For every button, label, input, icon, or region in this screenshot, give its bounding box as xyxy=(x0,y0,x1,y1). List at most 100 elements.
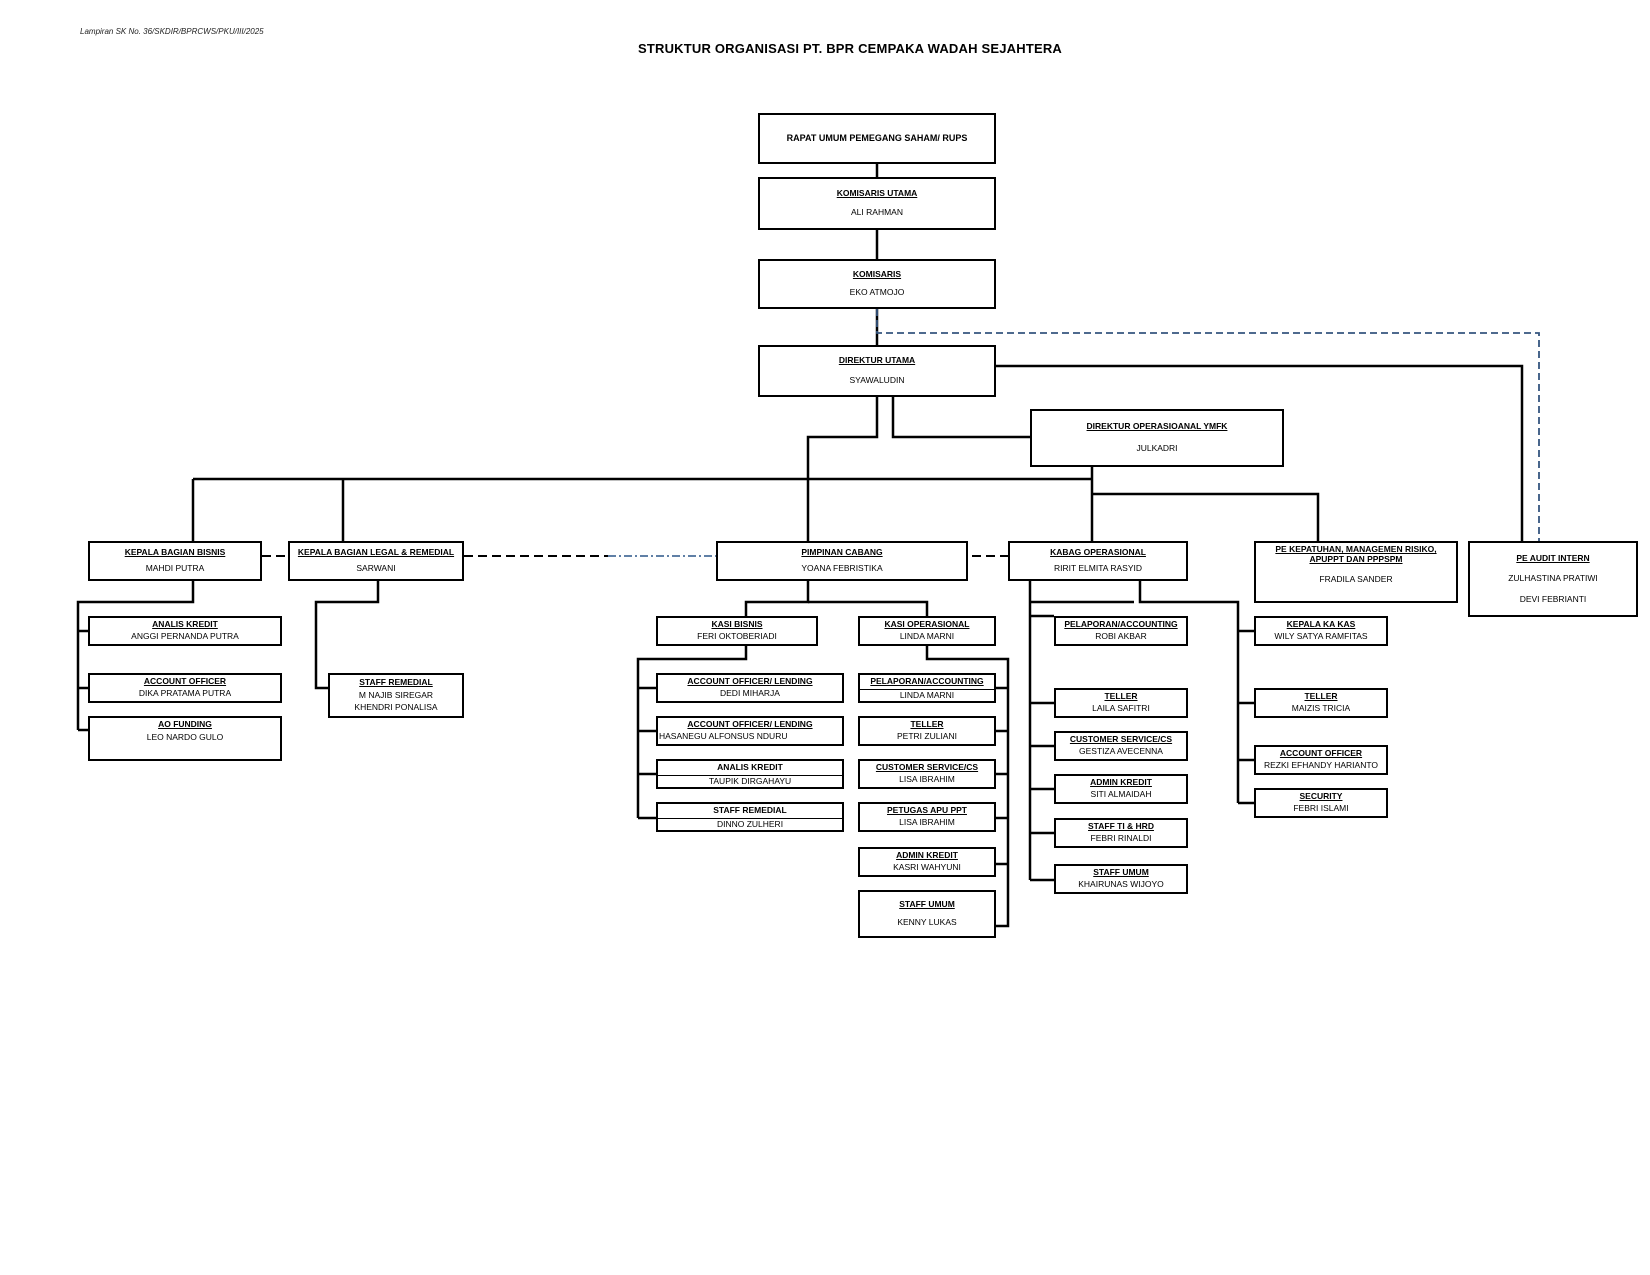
pe-audit-intern-title: PE AUDIT INTERN xyxy=(1516,552,1590,563)
analis-kredit-name: ANGGI PERNANDA PUTRA xyxy=(131,631,239,642)
kabag-operasional-box: KABAG OPERASIONAL RIRIT ELMITA RASYID xyxy=(1008,541,1188,581)
kepala-bagian-legal-box: KEPALA BAGIAN LEGAL & REMEDIAL SARWANI xyxy=(288,541,464,581)
pe-audit-intern-box: PE AUDIT INTERN ZULHASTINA PRATIWI DEVI … xyxy=(1468,541,1638,617)
ko-petugas-apuppt-title: PETUGAS APU PPT xyxy=(887,805,967,816)
direktur-utama-title: DIREKTUR UTAMA xyxy=(838,355,916,366)
ko-petugas-apuppt-name: LISA IBRAHIM xyxy=(899,817,955,828)
kabag-operasional-name: RIRIT ELMITA RASYID xyxy=(1053,562,1142,573)
op-staff-ti-name: FEBRI RINALDI xyxy=(1090,833,1152,844)
pimpinan-cabang-title: PIMPINAN CABANG xyxy=(801,547,883,558)
ko-staff-umum-box: STAFF UMUM KENNY LUKAS xyxy=(858,890,996,938)
op-staff-umum-name: KHAIRUNAS WIJOYO xyxy=(1078,879,1164,890)
kepala-bagian-legal-name: SARWANI xyxy=(356,562,396,573)
kk-account-officer-name: REZKI EFHANDY HARIANTO xyxy=(1264,760,1378,771)
kb-account-officer-1-title: ACCOUNT OFFICER/ LENDING xyxy=(687,676,813,687)
direktur-operasional-name: JULKADRI xyxy=(1136,442,1178,453)
direktur-operasional-box: DIREKTUR OPERASIOANAL YMFK JULKADRI xyxy=(1030,409,1284,467)
pimpinan-cabang-name: YOANA FEBRISTIKA xyxy=(801,562,883,573)
kb-analis-kredit-box: ANALIS KREDIT TAUPIK DIRGAHAYU xyxy=(656,759,844,789)
ao-funding-name: LEO NARDO GULO xyxy=(146,731,224,742)
kepala-ka-kas-name: WILY SATYA RAMFITAS xyxy=(1274,631,1368,642)
legal-staff-remedial-name-2: KHENDRI PONALISA xyxy=(354,702,438,713)
ko-teller-box: TELLER PETRI ZULIANI xyxy=(858,716,996,746)
ko-pelaporan-title: PELAPORAN/ACCOUNTING xyxy=(870,676,984,686)
pimpinan-cabang-box: PIMPINAN CABANG YOANA FEBRISTIKA xyxy=(716,541,968,581)
op-staff-ti-title: STAFF TI & HRD xyxy=(1088,821,1154,832)
op-customer-service-title: CUSTOMER SERVICE/CS xyxy=(1069,734,1173,745)
kk-teller-title: TELLER xyxy=(1304,691,1338,702)
kk-teller-name: MAIZIS TRICIA xyxy=(1291,703,1351,714)
kepala-bagian-bisnis-title: KEPALA BAGIAN BISNIS xyxy=(124,547,226,558)
kb-analis-kredit-title: ANALIS KREDIT xyxy=(717,762,783,772)
direktur-utama-box: DIREKTUR UTAMA SYAWALUDIN xyxy=(758,345,996,397)
kepala-ka-kas-title: KEPALA KA KAS xyxy=(1286,619,1356,630)
analis-kredit-box: ANALIS KREDIT ANGGI PERNANDA PUTRA xyxy=(88,616,282,646)
kk-security-title: SECURITY xyxy=(1299,791,1343,802)
kasi-bisnis-box: KASI BISNIS FERI OKTOBERIADI xyxy=(656,616,818,646)
kb-account-officer-2-title: ACCOUNT OFFICER/ LENDING xyxy=(687,719,813,730)
komisaris-title: KOMISARIS xyxy=(852,268,902,279)
komisaris-utama-box: KOMISARIS UTAMA ALI RAHMAN xyxy=(758,177,996,230)
pe-kepatuhan-name: FRADILA SANDER xyxy=(1319,573,1393,584)
ko-admin-kredit-title: ADMIN KREDIT xyxy=(896,850,958,861)
rups-title: RAPAT UMUM PEMEGANG SAHAM/ RUPS xyxy=(786,133,968,144)
kepala-bagian-bisnis-name: MAHDI PUTRA xyxy=(145,562,205,573)
chart-title: STRUKTUR ORGANISASI PT. BPR CEMPAKA WADA… xyxy=(637,41,1063,56)
kasi-operasional-title: KASI OPERASIONAL xyxy=(884,619,970,630)
ko-customer-service-name: LISA IBRAHIM xyxy=(899,774,955,785)
pe-kepatuhan-title: PE KEPATUHAN, MANAGEMEN RISIKO, APUPPT D… xyxy=(1275,544,1437,564)
op-pelaporan-box: PELAPORAN/ACCOUNTING ROBI AKBAR xyxy=(1054,616,1188,646)
legal-staff-remedial-title: STAFF REMEDIAL xyxy=(359,676,433,687)
kk-teller-box: TELLER MAIZIS TRICIA xyxy=(1254,688,1388,718)
kepala-bagian-legal-title: KEPALA BAGIAN LEGAL & REMEDIAL xyxy=(297,547,455,558)
op-customer-service-name: GESTIZA AVECENNA xyxy=(1079,746,1163,757)
op-teller-name: LAILA SAFITRI xyxy=(1092,703,1150,714)
pe-kepatuhan-box: PE KEPATUHAN, MANAGEMEN RISIKO, APUPPT D… xyxy=(1254,541,1458,603)
op-admin-kredit-box: ADMIN KREDIT SITI ALMAIDAH xyxy=(1054,774,1188,804)
op-customer-service-box: CUSTOMER SERVICE/CS GESTIZA AVECENNA xyxy=(1054,731,1188,761)
ko-admin-kredit-name: KASRI WAHYUNI xyxy=(893,862,961,873)
kb-account-officer-2-name: HASANEGU ALFONSUS NDURU xyxy=(659,731,788,742)
kb-analis-kredit-name: TAUPIK DIRGAHAYU xyxy=(658,774,842,787)
kb-account-officer-1-box: ACCOUNT OFFICER/ LENDING DEDI MIHARJA xyxy=(656,673,844,703)
kepala-ka-kas-box: KEPALA KA KAS WILY SATYA RAMFITAS xyxy=(1254,616,1388,646)
op-staff-ti-box: STAFF TI & HRD FEBRI RINALDI xyxy=(1054,818,1188,848)
kb-account-officer-1-name: DEDI MIHARJA xyxy=(720,688,780,699)
pe-audit-intern-name-1: ZULHASTINA PRATIWI xyxy=(1508,573,1598,584)
kasi-bisnis-name: FERI OKTOBERIADI xyxy=(697,631,777,642)
kasi-operasional-box: KASI OPERASIONAL LINDA MARNI xyxy=(858,616,996,646)
ko-pelaporan-box: PELAPORAN/ACCOUNTING LINDA MARNI xyxy=(858,673,996,703)
account-officer-name: DIKA PRATAMA PUTRA xyxy=(138,688,232,699)
ao-funding-title: AO FUNDING xyxy=(158,719,212,729)
kb-staff-remedial-name: DINNO ZULHERI xyxy=(658,817,842,830)
direktur-utama-name: SYAWALUDIN xyxy=(849,374,905,385)
kk-account-officer-title: ACCOUNT OFFICER xyxy=(1279,748,1363,759)
kepala-bagian-bisnis-box: KEPALA BAGIAN BISNIS MAHDI PUTRA xyxy=(88,541,262,581)
op-pelaporan-name: ROBI AKBAR xyxy=(1095,631,1147,642)
pe-audit-intern-name-2: DEVI FEBRIANTI xyxy=(1519,593,1587,604)
kk-account-officer-box: ACCOUNT OFFICER REZKI EFHANDY HARIANTO xyxy=(1254,745,1388,775)
account-officer-box: ACCOUNT OFFICER DIKA PRATAMA PUTRA xyxy=(88,673,282,703)
rups-box: RAPAT UMUM PEMEGANG SAHAM/ RUPS xyxy=(758,113,996,164)
kb-account-officer-2-box: ACCOUNT OFFICER/ LENDING HASANEGU ALFONS… xyxy=(656,716,844,746)
legal-staff-remedial-name-1: M NAJIB SIREGAR xyxy=(358,689,434,700)
ko-customer-service-box: CUSTOMER SERVICE/CS LISA IBRAHIM xyxy=(858,759,996,789)
op-teller-title: TELLER xyxy=(1104,691,1138,702)
komisaris-name: EKO ATMOJO xyxy=(849,287,905,298)
ko-admin-kredit-box: ADMIN KREDIT KASRI WAHYUNI xyxy=(858,847,996,877)
komisaris-utama-title: KOMISARIS UTAMA xyxy=(836,187,918,198)
kb-staff-remedial-title: STAFF REMEDIAL xyxy=(713,805,787,815)
ao-funding-box: AO FUNDING LEO NARDO GULO xyxy=(88,716,282,761)
direktur-operasional-title: DIREKTUR OPERASIOANAL YMFK xyxy=(1086,421,1228,432)
analis-kredit-title: ANALIS KREDIT xyxy=(152,619,218,630)
ko-teller-name: PETRI ZULIANI xyxy=(897,731,957,742)
ko-petugas-apuppt-box: PETUGAS APU PPT LISA IBRAHIM xyxy=(858,802,996,832)
ko-teller-title: TELLER xyxy=(910,719,944,730)
kk-security-box: SECURITY FEBRI ISLAMI xyxy=(1254,788,1388,818)
komisaris-box: KOMISARIS EKO ATMOJO xyxy=(758,259,996,309)
op-admin-kredit-title: ADMIN KREDIT xyxy=(1090,777,1152,788)
kb-staff-remedial-box: STAFF REMEDIAL DINNO ZULHERI xyxy=(656,802,844,832)
op-pelaporan-title: PELAPORAN/ACCOUNTING xyxy=(1064,619,1178,630)
kasi-operasional-name: LINDA MARNI xyxy=(899,631,955,642)
kk-security-name: FEBRI ISLAMI xyxy=(1293,803,1349,814)
